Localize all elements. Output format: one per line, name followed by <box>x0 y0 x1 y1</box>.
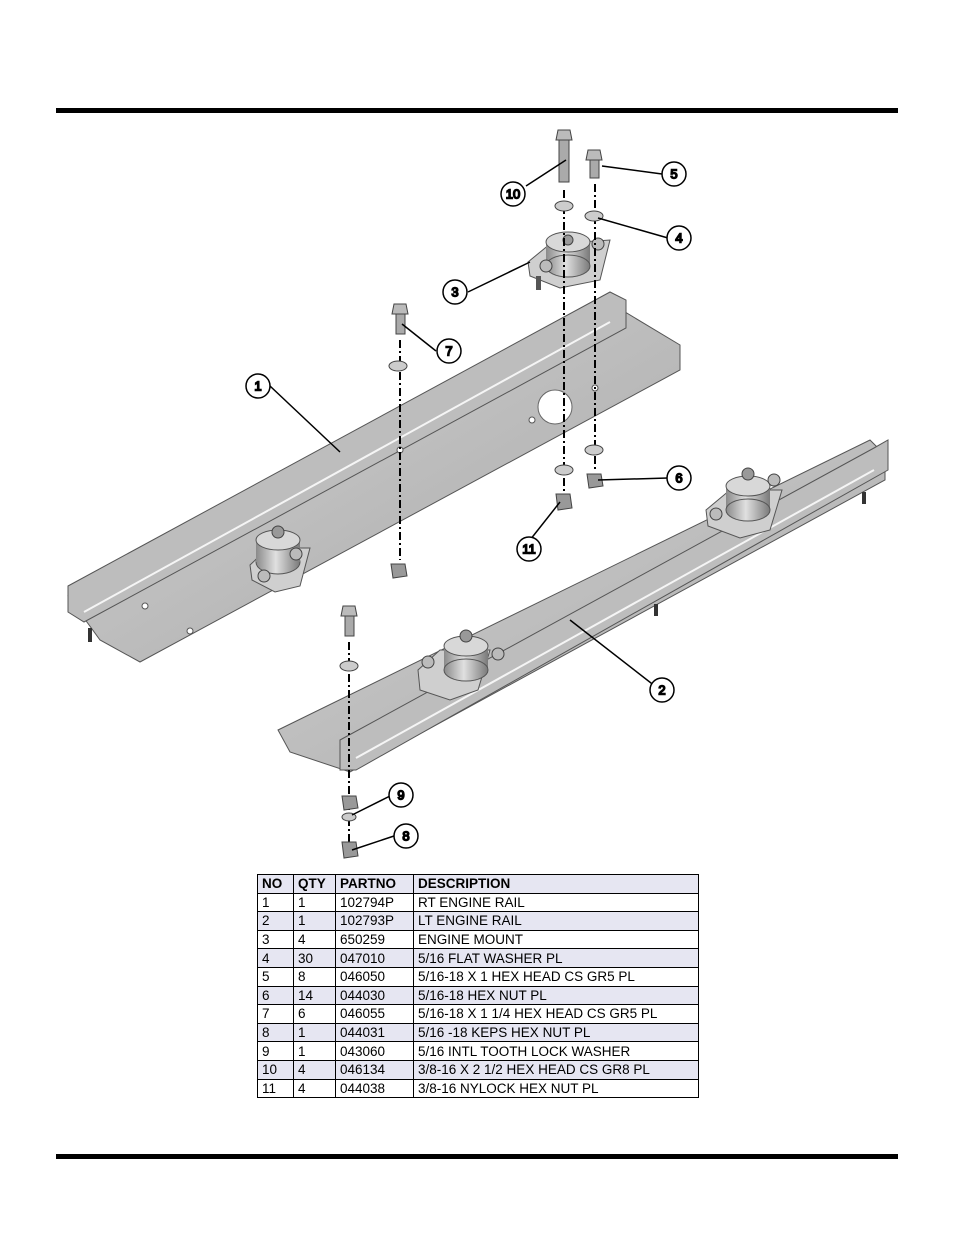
callout-7: 7 <box>436 338 462 364</box>
callout-11: 11 <box>516 536 542 562</box>
callout-8: 8 <box>393 823 419 849</box>
cell-partno: 043060 <box>335 1041 414 1061</box>
svg-text:6: 6 <box>675 471 682 486</box>
svg-text:8: 8 <box>402 829 409 844</box>
lt-engine-rail <box>277 439 889 773</box>
cell-qty: 1 <box>293 1041 336 1061</box>
cell-no: 2 <box>257 911 294 931</box>
callout-4: 4 <box>666 225 692 251</box>
cell-partno: 044031 <box>335 1022 414 1043</box>
cell-description: 5/16 FLAT WASHER PL <box>413 948 699 968</box>
cell-partno: 046055 <box>335 1004 414 1024</box>
cell-no: 6 <box>257 985 294 1006</box>
cell-partno: 046134 <box>335 1059 414 1080</box>
cell-partno: 102793P <box>335 911 414 931</box>
cell-description: 5/16-18 HEX NUT PL <box>413 985 699 1006</box>
svg-text:1: 1 <box>254 379 261 394</box>
cell-partno: 102794P <box>335 892 414 913</box>
table-header-row: NO QTY PARTNO DESCRIPTION <box>257 874 699 894</box>
callouts: 1 2 3 4 5 6 7 8 9 10 11 <box>245 161 692 849</box>
cell-qty: 30 <box>293 948 336 968</box>
cell-description: LT ENGINE RAIL <box>413 911 699 931</box>
cell-description: 3/8-16 NYLOCK HEX NUT PL <box>413 1078 699 1099</box>
cell-qty: 14 <box>293 985 336 1006</box>
cell-partno: 650259 <box>335 929 414 950</box>
hardware <box>339 129 604 859</box>
svg-text:3: 3 <box>451 285 458 300</box>
cell-partno: 046050 <box>335 966 414 987</box>
svg-text:2: 2 <box>658 683 665 698</box>
callout-2: 2 <box>649 677 675 703</box>
rail2-engine-mount-front <box>417 629 505 701</box>
rail1-engine-mount <box>249 525 311 593</box>
cell-no: 4 <box>257 948 294 968</box>
engine-mount-exploded <box>527 231 611 290</box>
cell-no: 5 <box>257 966 294 987</box>
cell-qty: 4 <box>293 1059 336 1080</box>
callout-9: 9 <box>388 782 414 808</box>
header-description: DESCRIPTION <box>413 874 699 894</box>
cell-no: 11 <box>257 1078 294 1099</box>
rail2-engine-mount-rear <box>705 467 783 539</box>
rt-engine-rail <box>67 291 681 663</box>
cell-description: RT ENGINE RAIL <box>413 892 699 913</box>
callout-3: 3 <box>442 279 468 305</box>
cell-qty: 6 <box>293 1004 336 1024</box>
cell-qty: 4 <box>293 1078 336 1099</box>
cell-no: 1 <box>257 892 294 913</box>
cell-no: 3 <box>257 929 294 950</box>
top-rule <box>56 108 898 113</box>
callout-6: 6 <box>666 465 692 491</box>
cell-qty: 8 <box>293 966 336 987</box>
cell-description: 5/16 INTL TOOTH LOCK WASHER <box>413 1041 699 1061</box>
callout-5: 5 <box>661 161 687 187</box>
svg-text:11: 11 <box>522 542 536 557</box>
svg-text:5: 5 <box>670 167 677 182</box>
cell-qty: 4 <box>293 929 336 950</box>
cell-no: 7 <box>257 1004 294 1024</box>
cell-qty: 1 <box>293 1022 336 1043</box>
cell-description: 5/16-18 X 1 HEX HEAD CS GR5 PL <box>413 966 699 987</box>
cell-partno: 047010 <box>335 948 414 968</box>
cell-description: 5/16 -18 KEPS HEX NUT PL <box>413 1022 699 1043</box>
cell-partno: 044038 <box>335 1078 414 1099</box>
cell-no: 8 <box>257 1022 294 1043</box>
callout-1: 1 <box>245 373 271 399</box>
cell-description: 5/16-18 X 1 1/4 HEX HEAD CS GR5 PL <box>413 1004 699 1024</box>
header-partno: PARTNO <box>335 874 414 894</box>
cell-qty: 1 <box>293 911 336 931</box>
cell-description: 3/8-16 X 2 1/2 HEX HEAD CS GR8 PL <box>413 1059 699 1080</box>
svg-text:7: 7 <box>445 344 452 359</box>
callout-10: 10 <box>500 181 526 207</box>
svg-text:4: 4 <box>675 231 682 246</box>
svg-text:9: 9 <box>397 788 404 803</box>
cell-qty: 1 <box>293 892 336 913</box>
cell-no: 10 <box>257 1059 294 1080</box>
leader-lines <box>269 159 669 851</box>
header-no: NO <box>257 874 294 894</box>
cell-no: 9 <box>257 1041 294 1061</box>
bottom-rule <box>56 1154 898 1159</box>
cell-description: ENGINE MOUNT <box>413 929 699 950</box>
cell-partno: 044030 <box>335 985 414 1006</box>
header-qty: QTY <box>293 874 336 894</box>
svg-text:10: 10 <box>506 187 520 202</box>
